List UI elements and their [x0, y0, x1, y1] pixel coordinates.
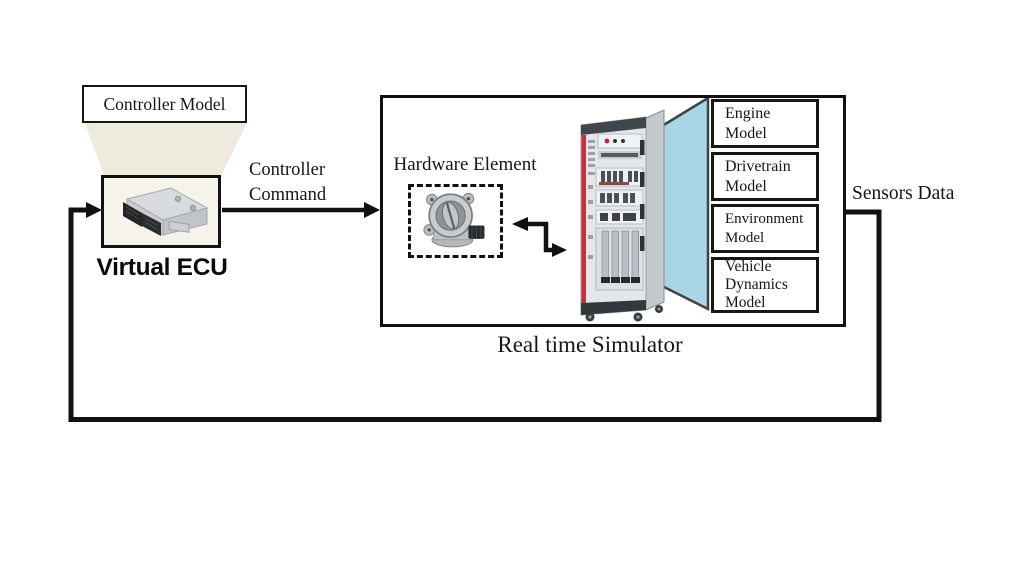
virtual-ecu-label: Virtual ECU: [96, 254, 228, 281]
zigzag-right-arrowhead-icon: [552, 243, 567, 257]
sensors-data-label: Sensors Data: [852, 183, 955, 204]
controller-model-box: Controller Model: [82, 85, 247, 123]
hardware-element-label: Hardware Element: [393, 154, 537, 175]
zigzag-left-arrowhead-icon: [512, 217, 528, 231]
sensors-feedback-line: [68, 207, 882, 422]
ecu-image: [123, 186, 209, 236]
engine-model-box: Engine Model: [711, 99, 819, 148]
controller-command-line2: Command: [249, 185, 327, 205]
vehicle-dynamics-model-box: Vehicle Dynamics Model: [711, 257, 819, 313]
virtual-ecu-box: [101, 175, 221, 248]
command-arrowhead-icon: [364, 202, 380, 218]
drivetrain-model-box: Drivetrain Model: [711, 152, 819, 201]
real-time-simulator-label: Real time Simulator: [497, 332, 683, 357]
controller-command-line1: Controller: [249, 160, 326, 180]
controller-model-label: Controller Model: [103, 93, 226, 114]
throttle-body-image: [423, 192, 485, 248]
engine-model-line1: Engine: [725, 104, 771, 122]
drivetrain-model-line2: Model: [725, 177, 767, 195]
vehicle-dynamics-model-line2: Dynamics: [725, 276, 788, 294]
simulator-rack-image: [580, 109, 665, 322]
drivetrain-model-line1: Drivetrain: [725, 157, 791, 175]
environment-model-line1: Environment: [725, 211, 804, 228]
environment-model-line2: Model: [725, 229, 765, 246]
vehicle-dynamics-model-line1: Vehicle: [725, 258, 772, 276]
hardware-rack-link-line: [527, 221, 553, 253]
vehicle-dynamics-model-line3: Model: [725, 293, 766, 311]
feedback-arrowhead-icon: [86, 202, 102, 218]
projection-beam-shape: [85, 123, 247, 176]
hardware-element-box: [408, 184, 503, 258]
real-time-simulator-box: [380, 95, 846, 327]
engine-model-line2: Model: [725, 124, 767, 142]
controller-command-label: Controller Command: [249, 158, 369, 208]
environment-model-box: Environment Model: [711, 204, 819, 253]
